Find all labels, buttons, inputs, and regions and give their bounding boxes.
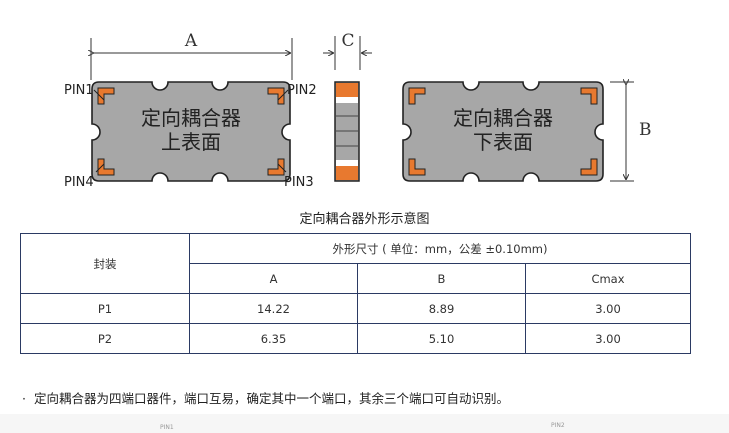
top-view-line1: 定向耦合器 xyxy=(141,106,241,130)
value-cell-a: 6.35 xyxy=(189,323,358,354)
dim-b-label: B xyxy=(639,120,652,140)
coupler-outline-diagram: A C B 定向耦合器 上表面 PIN1 PIN2 PIN3 PIN4 xyxy=(64,31,652,190)
dimension-a: A xyxy=(91,31,293,80)
bottom-view-line1: 定向耦合器 xyxy=(453,106,553,130)
package-cell: P2 xyxy=(20,323,190,354)
note-text: 定向耦合器为四端口器件，端口互易，确定其中一个端口，其余三个端口可自动识别。 xyxy=(33,391,509,406)
package-header: 封装 xyxy=(20,233,190,294)
pin4-label: PIN4 xyxy=(64,175,94,190)
bottom-view-device: 定向耦合器 下表面 xyxy=(402,81,604,182)
value-cell-a: 14.22 xyxy=(189,293,358,324)
bottom-view-line2: 下表面 xyxy=(473,130,533,154)
package-cell: P1 xyxy=(20,293,190,324)
top-view-device: 定向耦合器 上表面 xyxy=(91,81,291,182)
pin1-label: PIN1 xyxy=(64,83,94,98)
table-row: P1 14.22 8.89 3.00 xyxy=(20,293,691,324)
dimension-c: C xyxy=(323,31,372,70)
pin2-label: PIN2 xyxy=(287,83,317,98)
strip-label-pin1: PIN1 xyxy=(160,424,174,431)
value-cell-cmax: 3.00 xyxy=(525,323,691,354)
bullet-marker: · xyxy=(22,391,26,406)
note-bullet-item: · 定向耦合器为四端口器件，端口互易，确定其中一个端口，其余三个端口可自动识别。 xyxy=(22,388,509,407)
dimension-table: 封装 外形尺寸 ( 单位：mm，公差 ±0.10mm) A B Cmax P1 … xyxy=(20,233,691,354)
table-header-row: 封装 外形尺寸 ( 单位：mm，公差 ±0.10mm) xyxy=(20,233,691,294)
dim-a-label: A xyxy=(184,31,198,51)
dimensions-header: 外形尺寸 ( 单位：mm，公差 ±0.10mm) xyxy=(189,233,691,264)
value-cell-b: 8.89 xyxy=(357,293,526,324)
value-cell-b: 5.10 xyxy=(357,323,526,354)
column-header-b: B xyxy=(357,263,526,294)
diagram-caption: 定向耦合器外形示意图 xyxy=(299,212,430,227)
dim-c-label: C xyxy=(341,31,354,51)
strip-label-pin2: PIN2 xyxy=(551,422,565,429)
cropped-next-figure: PIN1 PIN2 xyxy=(0,414,729,433)
column-header-cmax: Cmax xyxy=(525,263,691,294)
pin-labels: PIN1 PIN2 PIN3 PIN4 xyxy=(64,83,317,190)
side-view-device xyxy=(334,81,360,182)
top-view-line2: 上表面 xyxy=(161,130,221,154)
column-header-a: A xyxy=(189,263,358,294)
pin3-label: PIN3 xyxy=(284,175,314,190)
value-cell-cmax: 3.00 xyxy=(525,293,691,324)
dimension-b: B xyxy=(610,82,652,182)
table-row: P2 6.35 5.10 3.00 xyxy=(20,323,691,354)
